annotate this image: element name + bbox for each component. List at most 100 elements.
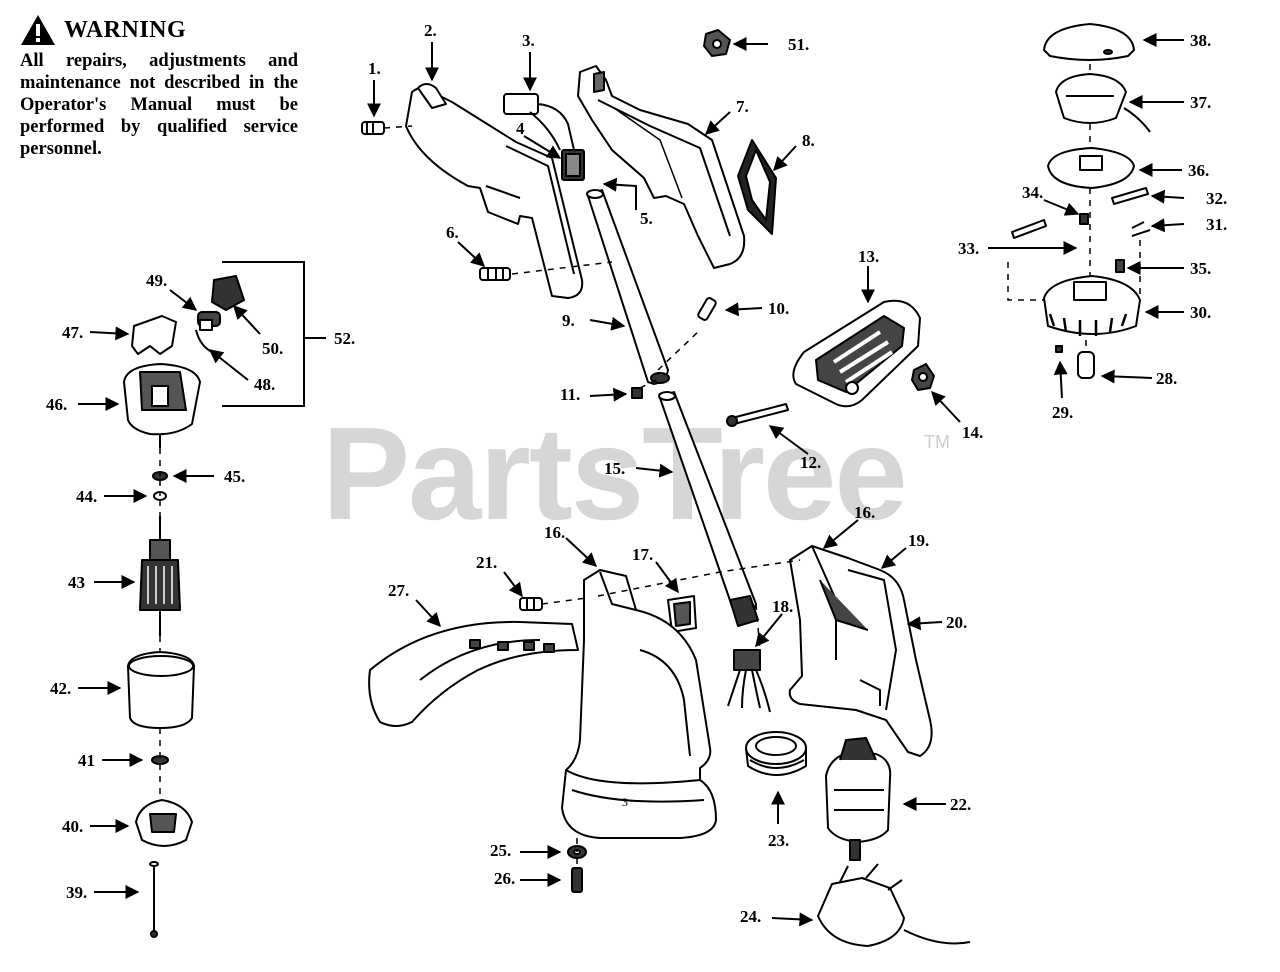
- part-2-handle-half: [405, 83, 584, 299]
- callout-48: 48.: [254, 375, 275, 394]
- callout-9: 9.: [562, 311, 575, 330]
- part-15-lower-shaft: [658, 391, 759, 627]
- callout-labels: 1. 2. 3. 4 5. 6. 7. 8. 9. 10. 11. 12. 13…: [46, 21, 1227, 926]
- callout-44: 44.: [76, 487, 97, 506]
- callout-14: 14.: [962, 423, 983, 442]
- callout-32: 32.: [1206, 189, 1227, 208]
- warning-title: WARNING: [64, 16, 187, 43]
- part-23-bearing: [745, 731, 807, 776]
- part-51-nut: [703, 29, 731, 57]
- svg-text:3: 3: [622, 795, 628, 809]
- callout-10: 10.: [768, 299, 789, 318]
- callout-26: 26.: [494, 869, 515, 888]
- part-16-housing-half-left: 3: [561, 569, 717, 839]
- callout-1: 1.: [368, 59, 381, 78]
- callout-38: 38.: [1190, 31, 1211, 50]
- part-9-upper-shaft: [586, 189, 670, 385]
- group-bracket-52: [222, 261, 326, 407]
- callout-47: 47.: [62, 323, 83, 342]
- callout-21: 21.: [476, 553, 497, 572]
- part-22-motor: [825, 737, 892, 861]
- callout-15: 15.: [604, 459, 625, 478]
- part-3-switch: [503, 93, 575, 151]
- part-50-terminal: [211, 275, 245, 311]
- part-12-bolt: [726, 403, 789, 427]
- part-8-label: [737, 139, 777, 235]
- part-1-screw: [361, 121, 385, 135]
- exclamation-triangle-icon: [21, 15, 55, 45]
- callout-25: 25.: [490, 841, 511, 860]
- part-26-screw: [571, 867, 583, 893]
- part-28-plug: [1077, 351, 1095, 379]
- part-33-pin: [1011, 219, 1047, 239]
- callout-51: 51.: [788, 35, 809, 54]
- callout-arrows: [78, 33, 1185, 927]
- part-42-field-housing: [127, 651, 195, 729]
- watermark: PartsTree: [322, 400, 908, 547]
- part-13-auxiliary-handle: [792, 299, 921, 408]
- part-34-screw: [1079, 213, 1089, 225]
- callout-17: 17.: [632, 545, 653, 564]
- callout-4: 4: [516, 119, 525, 138]
- assembly-guide-lines: [159, 64, 1141, 868]
- part-20-housing-half-right: [788, 545, 933, 757]
- callout-41: 41: [78, 751, 95, 770]
- callout-37: 37.: [1190, 93, 1211, 112]
- callout-35: 35.: [1190, 259, 1211, 278]
- part-37-spool: [1055, 73, 1151, 133]
- callout-42: 42.: [50, 679, 71, 698]
- part-36-spool-insert: [1047, 147, 1135, 189]
- part-21-screw: [519, 597, 543, 611]
- callout-19: 19.: [908, 531, 929, 550]
- part-32-pin: [1111, 187, 1149, 205]
- part-27-guard: [368, 620, 579, 727]
- callout-16a: 16.: [544, 523, 565, 542]
- part-43-armature: [139, 516, 181, 636]
- callout-30: 30.: [1190, 303, 1211, 322]
- callout-6: 6.: [446, 223, 459, 242]
- callout-11: 11.: [560, 385, 580, 404]
- part-30-hub: [1043, 275, 1141, 336]
- part-10-screw: [697, 297, 717, 321]
- part-14-knob: [911, 363, 935, 391]
- part-29-screw: [1055, 345, 1063, 353]
- callout-46: 46.: [46, 395, 67, 414]
- part-40-end-bell: [135, 799, 193, 847]
- part-38-spool-cap: [1043, 23, 1135, 61]
- callout-27: 27.: [388, 581, 409, 600]
- callout-28: 28.: [1156, 369, 1177, 388]
- callout-22: 22.: [950, 795, 971, 814]
- part-39-through-bolt: [149, 861, 159, 938]
- callout-24: 24.: [740, 907, 761, 926]
- part-46-end-bell: [123, 363, 201, 448]
- callout-49: 49.: [146, 271, 167, 290]
- part-24-fan: [817, 863, 971, 947]
- callout-34: 34.: [1022, 183, 1043, 202]
- callout-5: 5.: [640, 209, 653, 228]
- warning-body: All repairs, adjustments and maintenance…: [20, 51, 298, 159]
- callout-2: 2.: [424, 21, 437, 40]
- part-4-switch-bracket: [561, 149, 585, 181]
- watermark-trademark: TM: [924, 432, 950, 452]
- callout-8: 8.: [802, 131, 815, 150]
- callout-39: 39.: [66, 883, 87, 902]
- callout-29: 29.: [1052, 403, 1073, 422]
- part-47-brush-holder-cap: [131, 315, 177, 355]
- callout-7: 7.: [736, 97, 749, 116]
- callout-31: 31.: [1206, 215, 1227, 234]
- callout-16b: 16.: [854, 503, 875, 522]
- callout-23: 23.: [768, 831, 789, 850]
- part-17-clip: [667, 595, 697, 633]
- callout-20: 20.: [946, 613, 967, 632]
- callout-45: 45.: [224, 467, 245, 486]
- part-6-screw: [479, 267, 511, 281]
- callout-12: 12.: [800, 453, 821, 472]
- callout-13: 13.: [858, 247, 879, 266]
- callout-40: 40.: [62, 817, 83, 836]
- part-31-spring: [1131, 221, 1151, 237]
- callout-3: 3.: [522, 31, 535, 50]
- callout-50: 50.: [262, 339, 283, 358]
- part-35-clip: [1115, 259, 1125, 273]
